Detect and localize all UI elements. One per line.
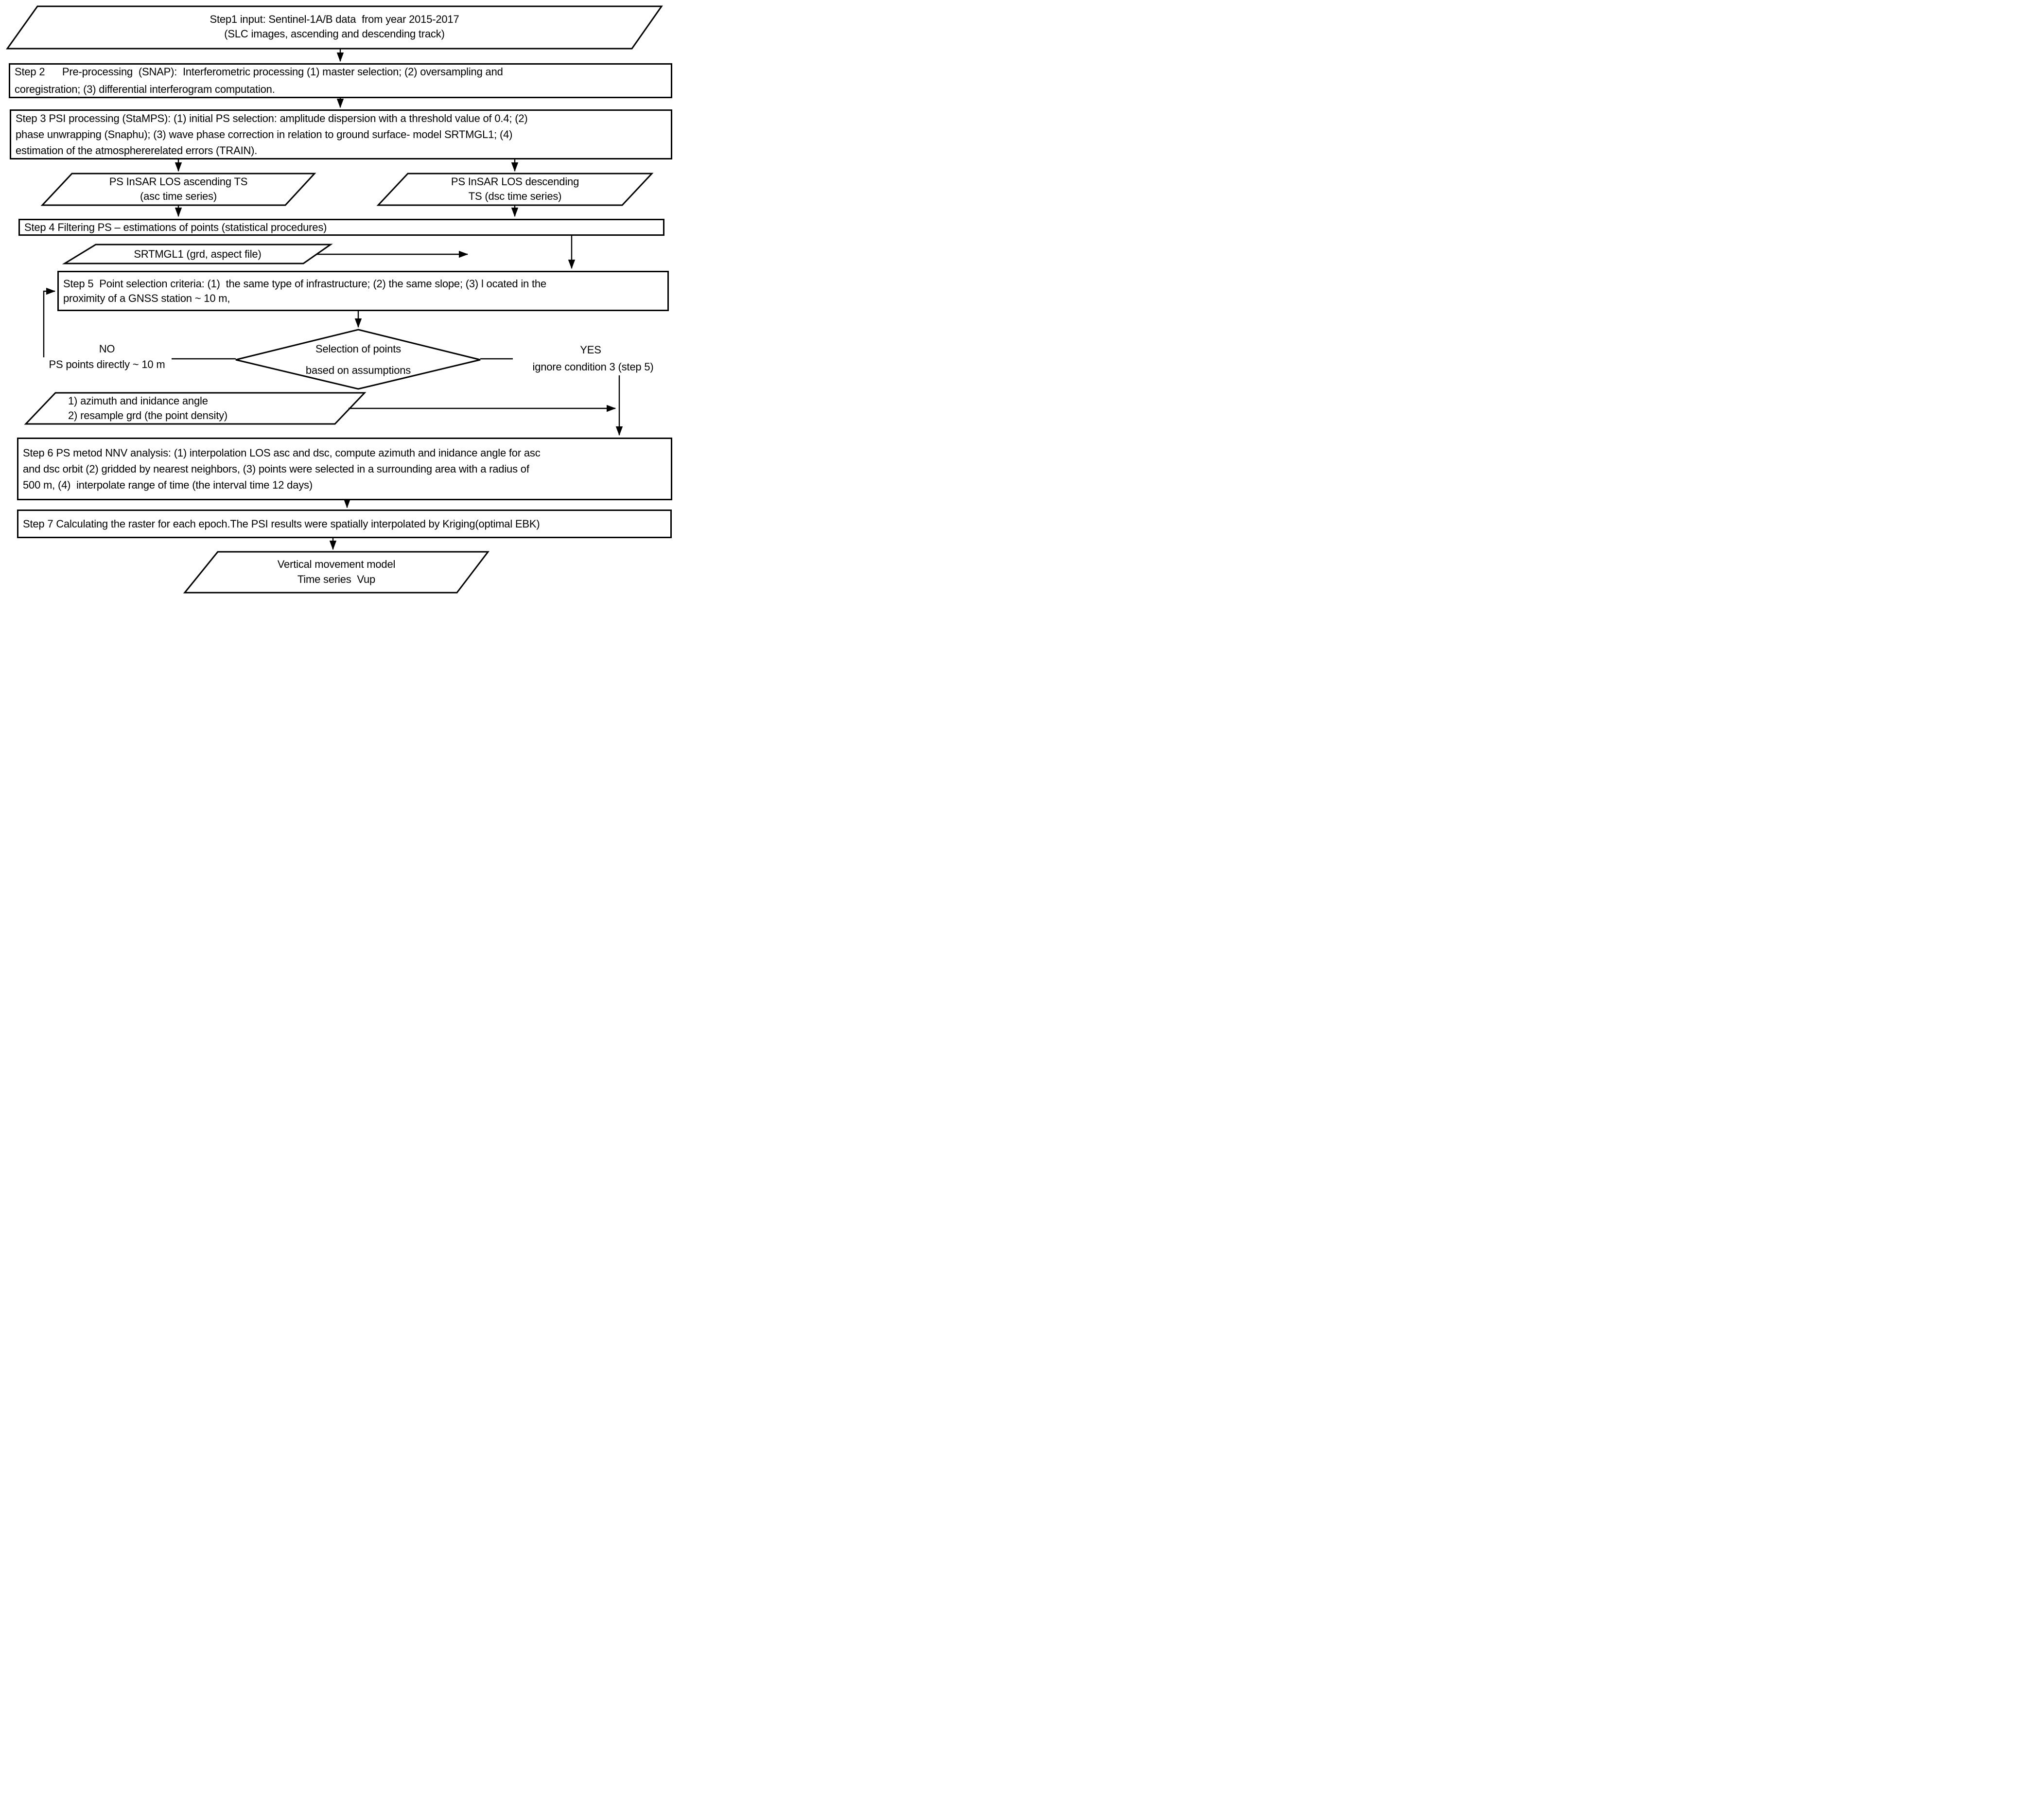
node-step1-input: Step1 input: Sentinel-1A/B data from yea… [210, 13, 459, 40]
node-output-vertical-model: Vertical movement model Time series Vup [277, 558, 396, 585]
node-srtmgl1-file: SRTMGL1 (grd, aspect file) [134, 248, 262, 260]
azimuth-resample-shape [24, 392, 367, 425]
output-vertical-model-shape [183, 551, 490, 594]
step5-text: Step 5 Point selection criteria: (1) the… [63, 277, 546, 304]
step3-text: Step 3 PSI processing (StaMPS): (1) init… [16, 112, 528, 157]
label-no: NO [99, 343, 115, 355]
node-step4-filtering: Step 4 Filtering PS – estimations of poi… [18, 219, 664, 236]
node-azimuth-resample: 1) azimuth and inidance angle 2) resampl… [68, 395, 228, 422]
step6-text: Step 6 PS metod NNV analysis: (1) interp… [23, 447, 541, 491]
dsc-timeseries-shape [376, 173, 654, 206]
node-ignore-condition: ignore condition 3 (step 5) [532, 361, 654, 373]
node-step3-psi: Step 3 PSI processing (StaMPS): (1) init… [10, 109, 672, 159]
node-step6-nnv: Step 6 PS metod NNV analysis: (1) interp… [17, 438, 672, 500]
flowchart-canvas: Step 2 Pre-processing (SNAP): Interferom… [0, 0, 681, 598]
node-asc-timeseries: PS InSAR LOS ascending TS (asc time seri… [109, 176, 248, 202]
decision-diamond-shape [235, 329, 481, 390]
step1-input-shape [6, 5, 663, 50]
label-yes: YES [580, 344, 601, 356]
node-step7-kriging: Step 7 Calculating the raster for each e… [17, 510, 672, 538]
asc-timeseries-shape [40, 173, 316, 206]
step7-text: Step 7 Calculating the raster for each e… [23, 518, 540, 530]
node-decision-selection: Selection of points based on assumptions [305, 343, 411, 376]
step4-text: Step 4 Filtering PS – estimations of poi… [24, 221, 327, 233]
node-step2-preprocessing: Step 2 Pre-processing (SNAP): Interferom… [9, 63, 672, 98]
node-ps-points-directly: PS points directly ~ 10 m [49, 358, 165, 370]
flowchart-shapes-layer [6, 5, 663, 594]
node-step5-criteria: Step 5 Point selection criteria: (1) the… [57, 271, 669, 311]
arrow-no-feedback-to-step5 [43, 287, 56, 357]
step2-text: Step 2 Pre-processing (SNAP): Interferom… [15, 66, 503, 95]
node-dsc-timeseries: PS InSAR LOS descending TS (dsc time ser… [451, 176, 579, 202]
srtmgl1-file-shape [62, 244, 333, 264]
